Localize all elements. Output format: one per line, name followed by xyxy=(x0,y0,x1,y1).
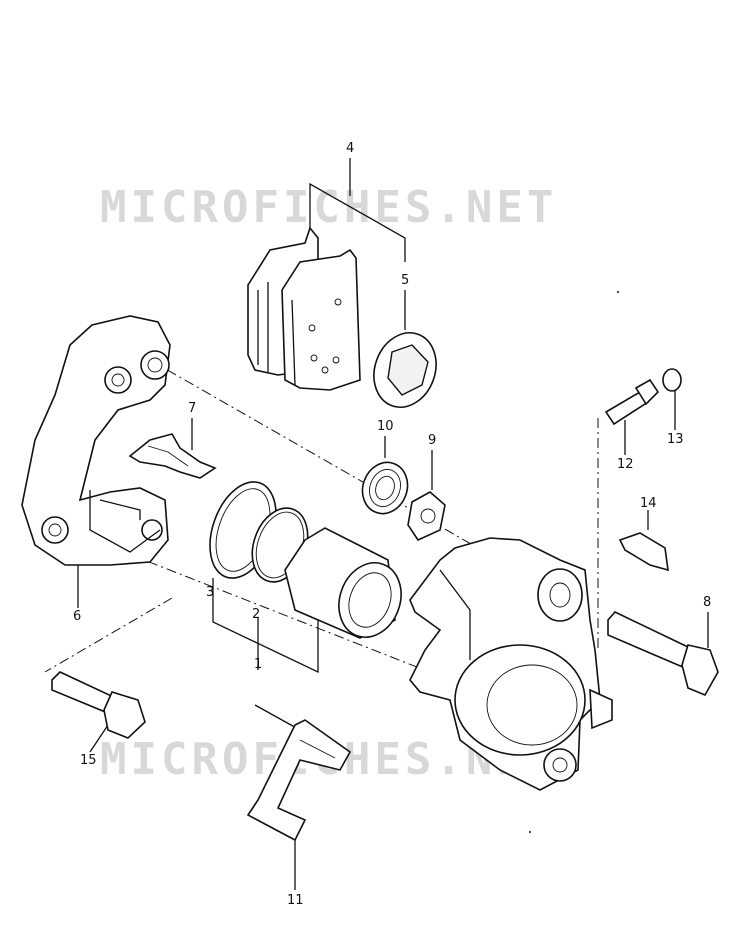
pad-shim xyxy=(373,332,437,408)
slide-pin-bolt xyxy=(607,611,719,697)
callout-7: 7 xyxy=(188,401,197,416)
caliper-bracket xyxy=(21,315,171,566)
assembly-axes xyxy=(44,359,599,681)
slide-boot xyxy=(361,461,409,515)
callout-leaders xyxy=(77,158,709,890)
stray-dot xyxy=(617,291,619,293)
callout-4: 4 xyxy=(346,141,355,156)
bushing xyxy=(407,491,446,542)
mounting-bolt xyxy=(51,671,146,739)
callout-15: 15 xyxy=(80,753,97,768)
stray-dot xyxy=(529,831,531,833)
pad-spring xyxy=(128,433,217,479)
bleeder-cap xyxy=(662,368,682,392)
piston xyxy=(284,527,402,639)
callout-13: 13 xyxy=(667,432,684,447)
callout-5: 5 xyxy=(401,273,410,288)
callout-9: 9 xyxy=(428,433,437,448)
pad-retainer xyxy=(246,719,352,842)
callout-6: 6 xyxy=(73,609,82,624)
callout-11: 11 xyxy=(287,893,304,908)
caliper-body xyxy=(409,537,613,791)
callout-14: 14 xyxy=(640,496,657,511)
callout-8: 8 xyxy=(703,595,712,610)
callout-1: 1 xyxy=(254,657,263,672)
callout-3: 3 xyxy=(206,585,215,600)
brake-pads xyxy=(247,226,361,391)
bleeder-valve xyxy=(604,378,660,426)
callout-2: 2 xyxy=(252,607,261,622)
pad-clip xyxy=(618,532,669,572)
callout-10: 10 xyxy=(377,419,394,434)
callout-12: 12 xyxy=(617,457,634,472)
